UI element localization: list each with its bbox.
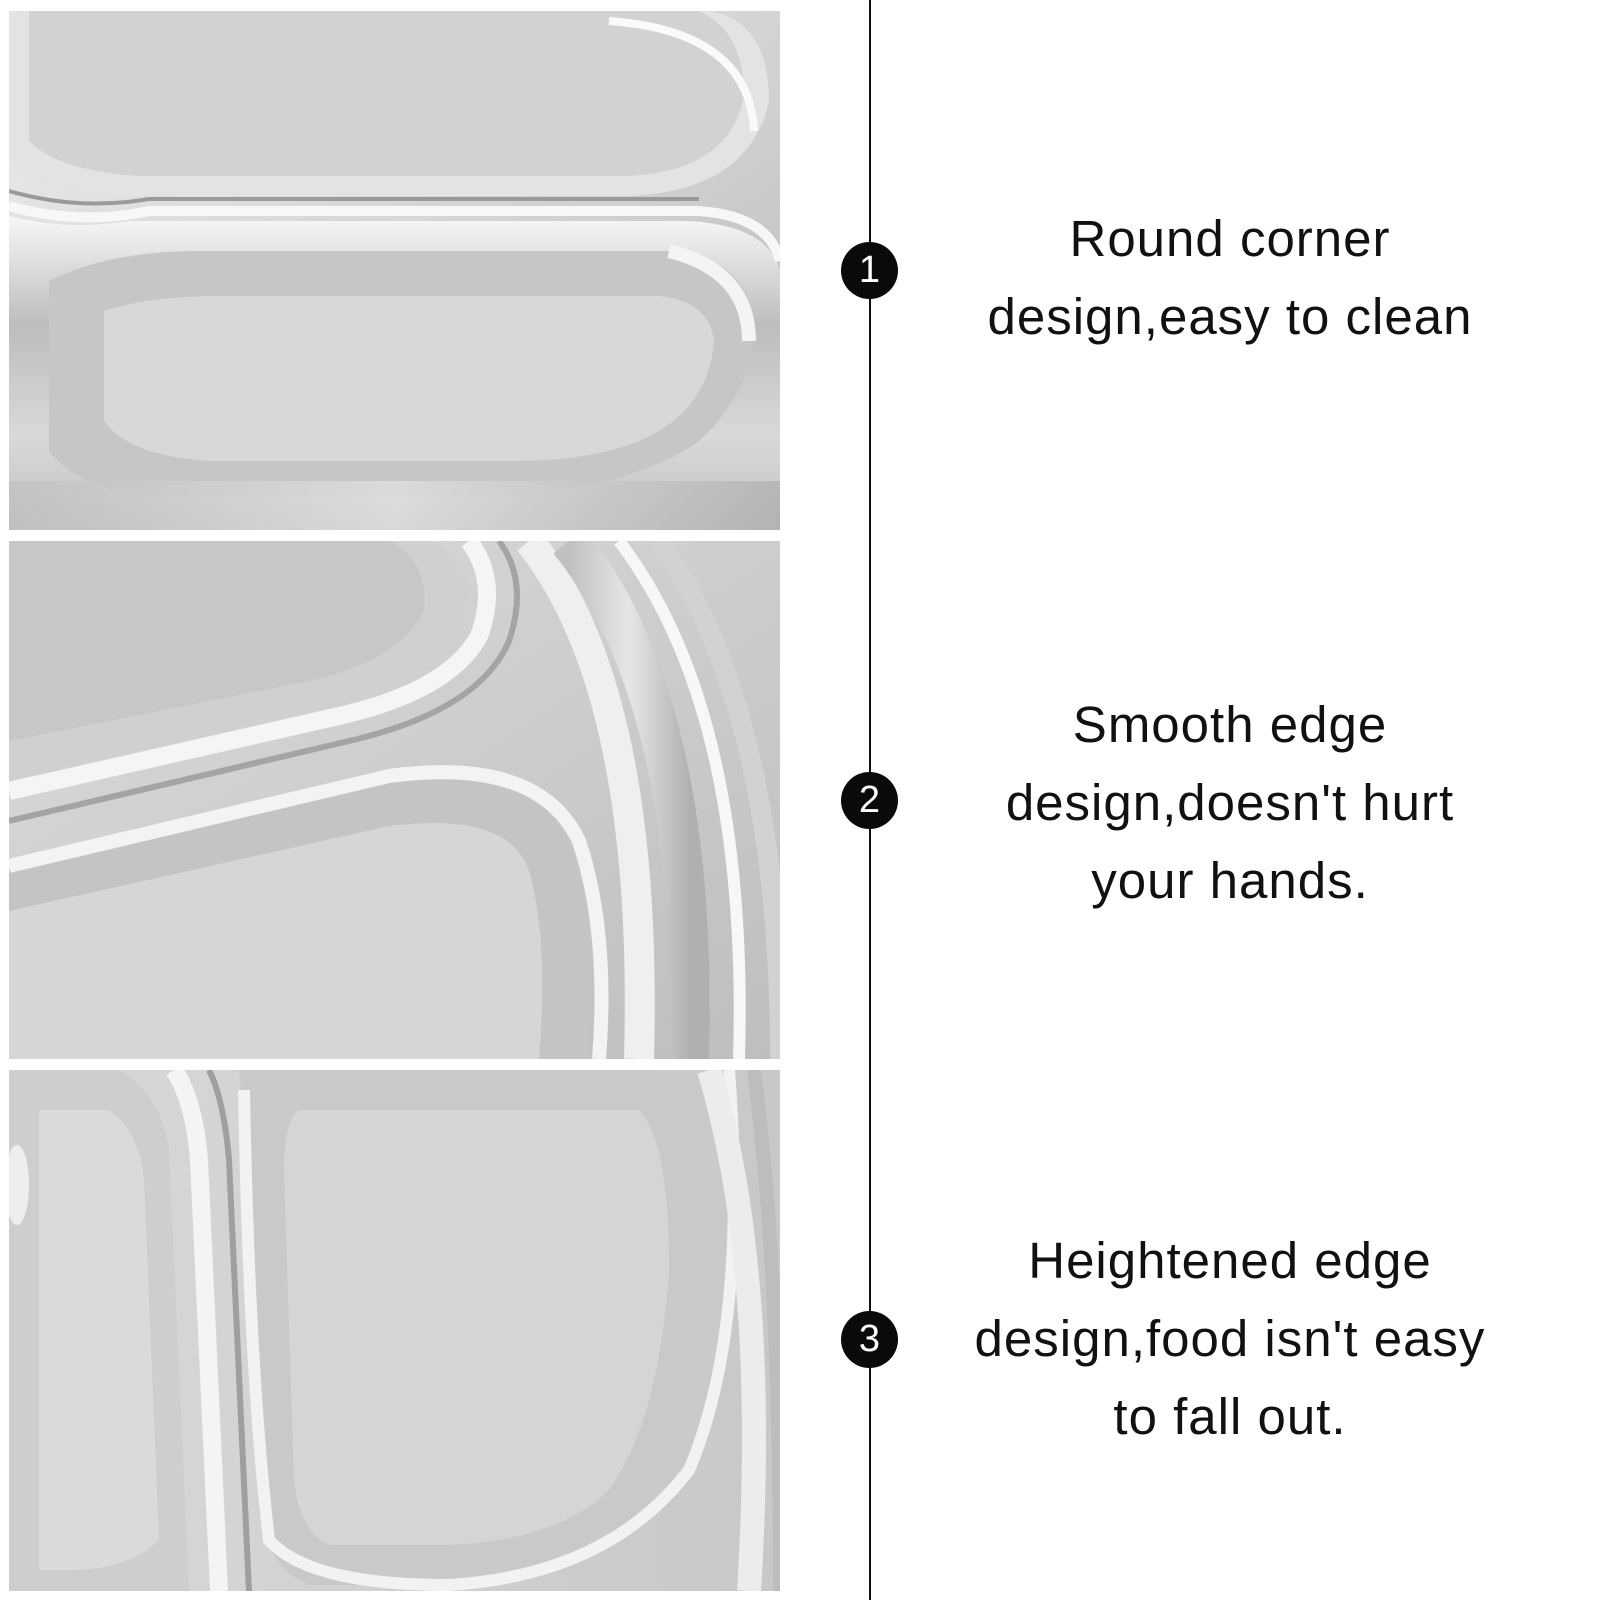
feature-2-line-1: Smooth edge <box>1072 696 1388 753</box>
number-badge-1: 1 <box>841 242 898 299</box>
feature-3-line-2: design,food isn't easy <box>974 1310 1486 1367</box>
photo-round-corner <box>9 11 780 530</box>
steel-tray-smooth-edge-image <box>9 541 780 1059</box>
feature-1-line-2: design,easy to clean <box>987 288 1473 345</box>
number-badge-3: 3 <box>841 1311 898 1368</box>
number-badge-2: 2 <box>841 772 898 829</box>
feature-text-heightened-edge: Heightened edge design,food isn't easy t… <box>920 1222 1540 1456</box>
feature-text-smooth-edge: Smooth edge design,doesn't hurt your han… <box>920 686 1540 920</box>
photo-heightened-edge <box>9 1070 780 1591</box>
feature-2-line-2: design,doesn't hurt <box>1005 774 1455 831</box>
feature-1-line-1: Round corner <box>1069 210 1391 267</box>
photo-smooth-edge <box>9 541 780 1059</box>
feature-2-line-3: your hands. <box>1091 852 1369 909</box>
feature-3-line-1: Heightened edge <box>1028 1232 1432 1289</box>
steel-tray-heightened-edge-image <box>9 1070 780 1591</box>
feature-text-round-corner: Round corner design,easy to clean <box>920 200 1540 356</box>
steel-tray-round-corner-image <box>9 11 780 530</box>
feature-3-line-3: to fall out. <box>1113 1388 1347 1445</box>
